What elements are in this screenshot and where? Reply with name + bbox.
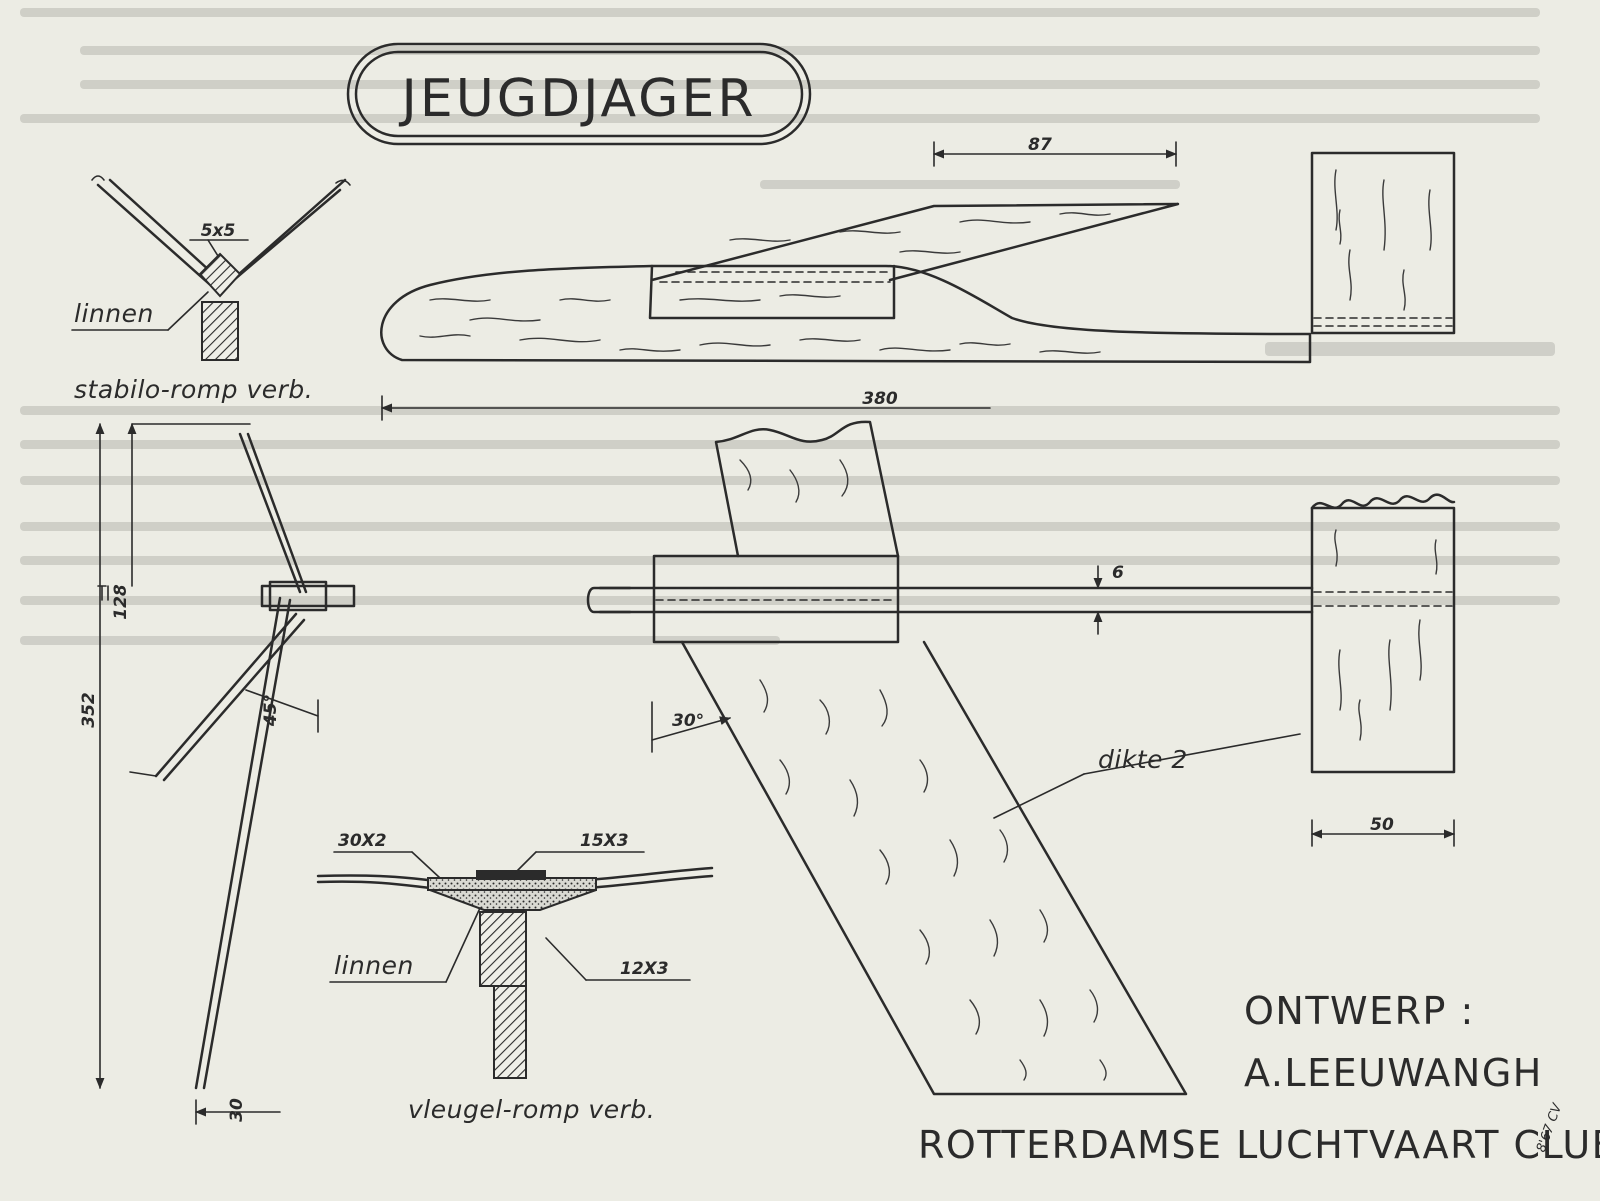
dim-30x2: 30X2 bbox=[338, 831, 387, 851]
dimension-lines: 87 380 6 30° 50 bbox=[380, 135, 1456, 847]
title-text: JEUGDJAGER bbox=[399, 69, 757, 129]
credits-block: ONTWERP : A.LEEUWANGH ROTTERDAMSE LUCHTV… bbox=[918, 989, 1600, 1167]
dim-12x3: 12X3 bbox=[620, 959, 669, 979]
dim-6: 6 bbox=[1112, 563, 1124, 583]
label-linnen-top: linnen bbox=[74, 299, 154, 328]
credit-club: ROTTERDAMSE LUCHTVAART CLUB bbox=[918, 1123, 1600, 1167]
dim-30-degrees: 30° bbox=[672, 711, 704, 731]
front-view: 128 352 45° 30 bbox=[79, 422, 356, 1125]
label-linnen-bottom: linnen bbox=[334, 951, 414, 980]
stabilo-block bbox=[198, 252, 242, 298]
fuselage-12x3 bbox=[479, 911, 527, 987]
dim-30: 30 bbox=[227, 1098, 247, 1122]
dim-352: 352 bbox=[79, 692, 99, 728]
stabilo-romp-detail: 5x5 linnen stabilo-romp verb. bbox=[71, 175, 351, 404]
dim-15x3: 15X3 bbox=[580, 831, 629, 851]
dim-5x5: 5x5 bbox=[201, 221, 236, 241]
label-stabilo-romp: stabilo-romp verb. bbox=[74, 375, 313, 404]
dim-50: 50 bbox=[1370, 815, 1394, 835]
vleugel-romp-detail: 30X2 15X3 linnen 12X3 vleugel-romp verb. bbox=[316, 831, 714, 1124]
wing-root-wedge bbox=[429, 889, 597, 911]
fuselage-top-view bbox=[586, 420, 1456, 1096]
credit-designer: A.LEEUWANGH bbox=[1244, 1051, 1543, 1095]
label-dikte: dikte 2 bbox=[1098, 745, 1188, 774]
dim-87: 87 bbox=[1028, 135, 1052, 155]
show-through-text bbox=[20, 8, 1560, 645]
dim-45-degrees: 45° bbox=[261, 694, 281, 727]
credit-ontwerp: ONTWERP : bbox=[1244, 989, 1475, 1033]
spar-15x3 bbox=[476, 870, 546, 880]
fuselage-section bbox=[201, 301, 239, 361]
dim-128: 128 bbox=[111, 584, 131, 620]
fuselage-side-view bbox=[380, 202, 1312, 364]
dim-380: 380 bbox=[862, 389, 898, 409]
dikte-callout: dikte 2 bbox=[993, 733, 1301, 819]
label-vleugel-romp: vleugel-romp verb. bbox=[408, 1095, 655, 1124]
fuselage-lower bbox=[493, 985, 527, 1079]
title-badge: JEUGDJAGER bbox=[346, 42, 812, 146]
fin-top-view bbox=[1310, 151, 1456, 335]
